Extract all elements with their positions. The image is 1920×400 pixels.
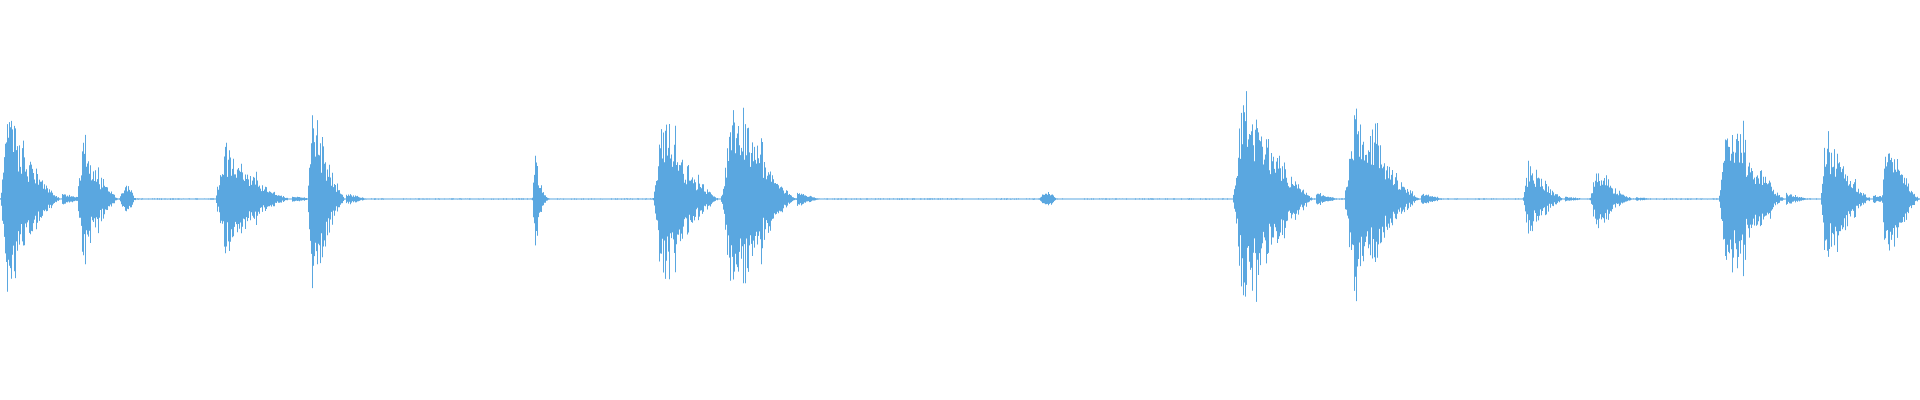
waveform-trace bbox=[0, 91, 1920, 302]
